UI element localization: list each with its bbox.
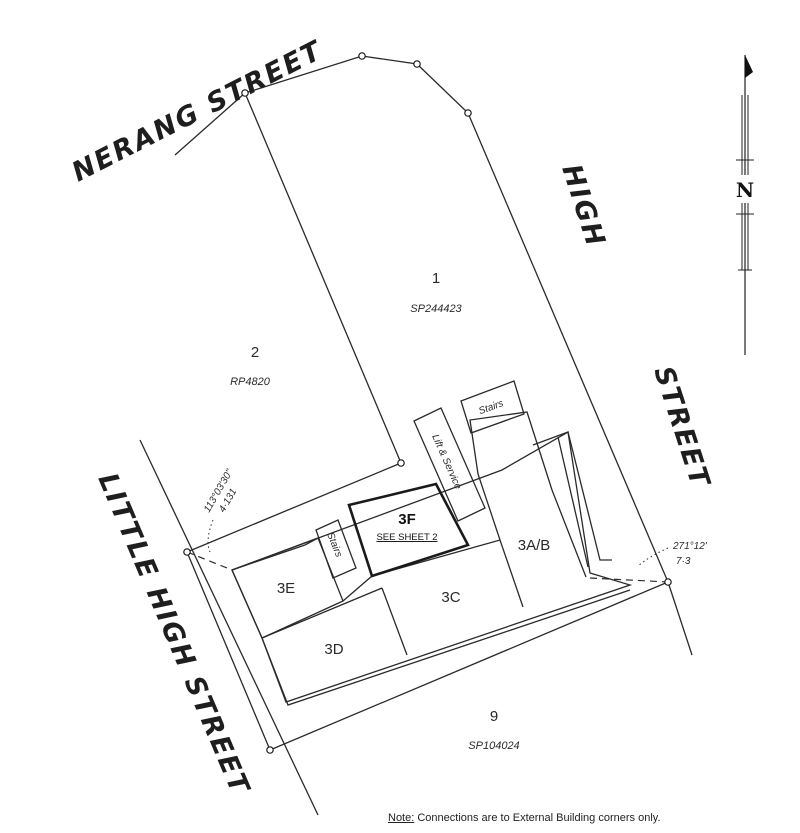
lot-9-plan: SP104024	[468, 740, 519, 752]
north-arrow-head-icon	[745, 55, 753, 78]
lift-service-box	[413, 407, 486, 522]
lot-2-number: 2	[251, 344, 259, 361]
vertex-marker	[358, 52, 366, 60]
lot-2-plan: RP4820	[230, 376, 271, 388]
connection-right-distance: 7·3	[676, 556, 691, 567]
building-inner-wall	[231, 537, 319, 571]
connection-right-bearing: 271°12'	[672, 541, 708, 552]
connection-left-line	[186, 551, 233, 571]
lift-service-label: Lift & Service	[429, 433, 463, 492]
little-high-street-line	[139, 439, 319, 816]
street-label-high-bottom: STREET	[647, 363, 716, 493]
unit-3c-label: 3C	[441, 589, 460, 606]
high-street-line-extension	[667, 581, 693, 656]
connection-left-leader	[207, 519, 214, 553]
stairs-lower-label: Stairs	[324, 531, 344, 559]
boundary-vertices	[183, 52, 672, 754]
unit-3d-3c-divider	[381, 587, 408, 656]
street-label-high-top: HIGH	[555, 161, 611, 252]
lot-1-boundary	[244, 55, 669, 583]
vertex-marker	[266, 746, 274, 754]
vertex-marker	[397, 459, 405, 467]
stairs-upper-box	[460, 380, 525, 434]
connection-right-leader	[637, 547, 669, 567]
connection-right-line	[589, 577, 669, 583]
note-text: Connections are to External Building cor…	[414, 812, 661, 824]
unit-3ab-label: 3A/B	[518, 537, 551, 554]
note-label: Note:	[388, 812, 415, 824]
unit-3e-3d-divider	[261, 587, 383, 639]
vertex-marker	[664, 578, 672, 586]
street-label-little-high: LITTLE HIGH STREET	[92, 469, 256, 801]
lot-9-boundary	[186, 551, 669, 751]
unit-3ab-inner	[532, 431, 612, 561]
north-letter: N	[736, 178, 754, 202]
stairs-lower-box	[315, 519, 357, 579]
unit-3d-label: 3D	[324, 641, 343, 658]
stairs-upper-label: Stairs	[477, 398, 505, 417]
lot-1-plan: SP244423	[410, 303, 462, 315]
vertex-marker	[464, 109, 472, 117]
lot-1-number: 1	[432, 270, 440, 287]
vertex-marker	[183, 548, 191, 556]
unit-3c-outline	[342, 539, 524, 608]
building-outline	[231, 430, 633, 703]
lot-9-number: 9	[490, 708, 498, 725]
unit-3f-label: 3F	[398, 511, 416, 528]
unit-3f-reference: SEE SHEET 2	[376, 532, 437, 543]
building-outer-wall	[231, 569, 631, 706]
unit-3e-label: 3E	[277, 580, 295, 597]
vertex-marker	[413, 60, 421, 68]
street-label-nerang: NERANG STREET	[67, 35, 328, 189]
north-arrow: N	[733, 55, 757, 355]
nerang-street-line	[174, 92, 246, 156]
unit-3f-outline	[347, 482, 470, 578]
unit-3ab-wall	[557, 436, 589, 568]
vertex-marker	[241, 89, 249, 97]
footnote: Note: Connections are to External Buildi…	[388, 812, 661, 824]
unit-3ab-outline	[469, 411, 587, 578]
